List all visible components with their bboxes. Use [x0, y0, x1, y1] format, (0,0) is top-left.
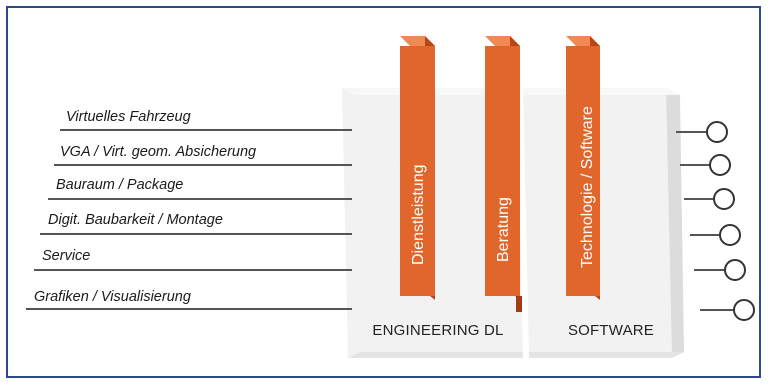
connector-socket-icon — [706, 121, 728, 143]
pillar-beratung: Beratung — [485, 36, 522, 312]
pillar-label-beratung: Beratung — [495, 197, 512, 262]
left-label: Virtuelles Fahrzeug — [66, 109, 191, 125]
platform-side — [666, 88, 684, 358]
platform-edge — [348, 352, 684, 358]
connector-socket-icon — [713, 188, 735, 210]
base-label-software: SOFTWARE — [568, 322, 654, 339]
connector-socket-icon — [733, 299, 755, 321]
connectors — [676, 121, 755, 321]
pillar-technologie-software: Technologie / Software — [566, 36, 600, 300]
platform-divider — [517, 87, 529, 359]
pillar-front — [566, 46, 600, 296]
connector-socket-icon — [724, 259, 746, 281]
left-label: Grafiken / Visualisierung — [34, 289, 191, 305]
pillar-front — [485, 46, 520, 296]
pillar-label-technologie-software: Technologie / Software — [579, 106, 596, 268]
left-label: Bauraum / Package — [56, 177, 183, 193]
pillar-front — [400, 46, 435, 296]
base-label-engineering: ENGINEERING DL — [372, 322, 503, 339]
pillar-label-dienstleistung: Dienstleistung — [410, 165, 427, 266]
connector-socket-icon — [719, 224, 741, 246]
pillar-dienstleistung: Dienstleistung — [400, 36, 435, 300]
left-label: Digit. Baubarkeit / Montage — [48, 212, 223, 228]
pillar-foot — [516, 296, 522, 312]
left-label: Service — [42, 248, 90, 264]
left-label: VGA / Virt. geom. Absicherung — [60, 144, 256, 160]
connector-socket-icon — [709, 154, 731, 176]
